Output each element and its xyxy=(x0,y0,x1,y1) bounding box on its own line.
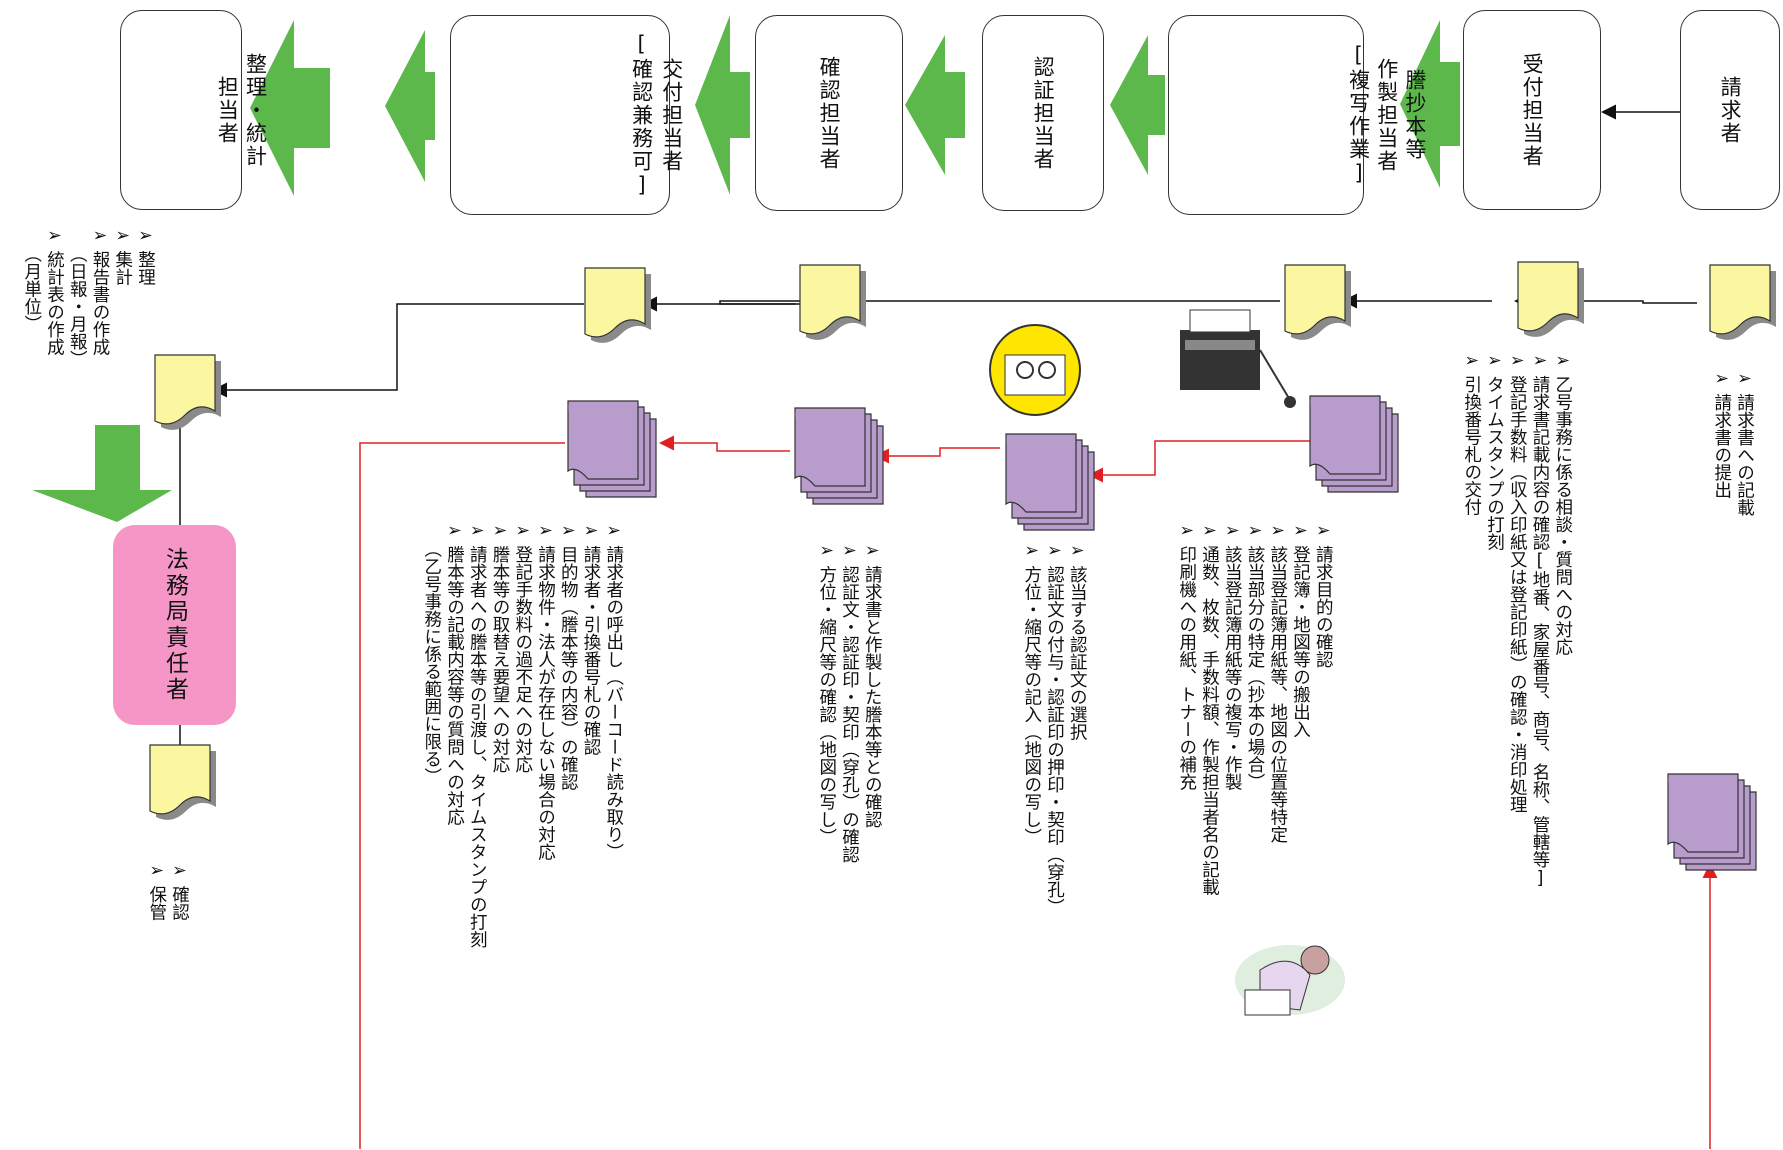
bullets-reception: 乙号事務に係る相談・質問への対応 請求書記載内容の確認[地番、家屋番号、商号、名… xyxy=(1460,350,1574,1150)
bullets-copy: 請求目的の確認 登記簿・地図等の搬出入 該当登記簿用紙等、地図の位置等特定 該当… xyxy=(1175,520,1334,1120)
bullet-item: 目的物（謄本等の内容）の確認 xyxy=(557,520,580,1120)
role-confirm-label: 確認担当者 xyxy=(817,55,842,171)
bullets-storage: 確認 保管 xyxy=(145,860,191,1060)
role-requester-label: 請求者 xyxy=(1718,75,1743,145)
role-delivery: 交付担当者 [確認兼務可] xyxy=(450,15,684,215)
bullet-item: 請求物件・法人が存在しない場合の対応 xyxy=(534,520,557,1120)
role-requester: 請求者 xyxy=(1680,10,1780,210)
bullet-item: 整理 xyxy=(134,225,157,525)
role-reception-label: 受付担当者 xyxy=(1520,52,1545,168)
role-copy-line3: [複写作業] xyxy=(1346,43,1371,187)
role-delivery-line2: [確認兼務可] xyxy=(629,31,654,199)
bullet-note: （乙号事務に係る範囲に限る） xyxy=(421,540,442,785)
role-copy: 謄抄本等 作製担当者 [複写作業] xyxy=(1168,15,1427,215)
bullet-item: 該当登記簿用紙等の複写・作製 xyxy=(1221,520,1244,1120)
role-delivery-line1: 交付担当者 xyxy=(659,57,684,173)
bullet-item: 該当する認証文の選択 xyxy=(1066,540,1089,1040)
bullet-item: 確認 xyxy=(168,860,191,1060)
bullets-stats: 整理 集計 報告書の作成 （日報・月報） 統計表の作成 （月単位） xyxy=(20,225,157,525)
bullet-item: 登記手数料（収入印紙又は登記印紙）の確認・消印処理 xyxy=(1506,350,1529,1150)
bullet-item: 請求目的の確認 xyxy=(1312,520,1335,1120)
role-stats: 整理・統計 担当者 xyxy=(120,10,268,210)
bullet-item: 請求者・引換番号札の確認 xyxy=(579,520,602,1120)
bullet-item: 謄本等の取替え要望への対応 xyxy=(488,520,511,1120)
arrow-left-3 xyxy=(905,35,965,175)
bullet-item: 乙号事務に係る相談・質問への対応 xyxy=(1551,350,1574,1150)
role-stats-line2: 担当者 xyxy=(215,75,240,145)
bullet-item: 登記手数料の過不足への対応 xyxy=(511,520,534,1120)
bullet-item: 該当部分の特定（抄本の場合） xyxy=(1243,520,1266,1120)
bullet-item: 該当登記簿用紙等、地図の位置等特定 xyxy=(1266,520,1289,1120)
arrow-left-1 xyxy=(1400,20,1460,188)
bullet-item: 認証文の付与・認証印の押印・契印（穿孔） xyxy=(1043,540,1066,1040)
bullets-certify: 該当する認証文の選択 認証文の付与・認証印の押印・契印（穿孔） 方位・縮尺等の記… xyxy=(1020,540,1088,1040)
bullets-confirm: 請求書と作製した謄本等との確認 認証文・認証印・契印（穿孔）の確認 方位・縮尺等… xyxy=(815,540,883,1040)
arrow-left-6 xyxy=(250,20,330,196)
bullet-item: 請求者の呼出し（バーコード読み取り） xyxy=(602,520,625,1120)
bullet-item: 謄本等の記載内容等の質問への対応 xyxy=(443,520,466,1120)
arrow-left-2 xyxy=(1110,35,1165,175)
inspector-icon xyxy=(989,324,1081,416)
bullet-item: 報告書の作成 xyxy=(88,225,111,525)
bullet-item: タイムスタンプの打刻 xyxy=(1483,350,1506,1150)
bullet-item: 請求書の提出 xyxy=(1710,368,1733,516)
bullets-delivery: 請求者の呼出し（バーコード読み取り） 請求者・引換番号札の確認 目的物（謄本等の… xyxy=(420,520,625,1120)
bullet-item: 印刷機への用紙、トナーの補充 xyxy=(1175,520,1198,1120)
bullet-item: 方位・縮尺等の確認（地図の写し） xyxy=(815,540,838,1040)
arrow-left-4 xyxy=(695,15,750,195)
role-copy-line2: 作製担当者 xyxy=(1374,57,1399,173)
bullet-item: 保管 xyxy=(145,860,168,1060)
arrow-left-5 xyxy=(385,30,435,182)
bullet-item: 統計表の作成 xyxy=(43,225,66,525)
bullet-item: 請求書への記載 xyxy=(1733,368,1756,517)
responsible-box: 法務局責任者 xyxy=(113,525,236,725)
bullets-requester: 請求書への記載 請求書の提出 xyxy=(1710,368,1756,517)
bullet-item: 認証文・認証印・契印（穿孔）の確認 xyxy=(838,540,861,1040)
responsible-label: 法務局責任者 xyxy=(161,547,188,703)
role-copy-line1: 謄抄本等 xyxy=(1402,69,1427,161)
bullet-item: 引換番号札の交付 xyxy=(1460,350,1483,1150)
bullet-item: 請求者への謄本等の引渡し、タイムスタンプの打刻 xyxy=(466,520,489,1120)
role-certify: 認証担当者 xyxy=(982,15,1104,211)
role-stats-line1: 整理・統計 xyxy=(243,52,268,168)
role-certify-label: 認証担当者 xyxy=(1031,55,1056,171)
bullet-item: 登記簿・地図等の搬出入 xyxy=(1289,520,1312,1120)
bullet-item: 通数、枚数、手数料額、作製担当者名の記載 xyxy=(1198,520,1221,1120)
copy-machine-icon xyxy=(1180,309,1296,408)
bullet-item: 集計 xyxy=(111,225,134,525)
bullet-note: （月単位） xyxy=(21,245,42,333)
role-reception: 受付担当者 xyxy=(1463,10,1601,210)
bullet-item: 請求書と作製した謄本等との確認 xyxy=(861,540,884,1040)
bullet-item: 方位・縮尺等の記入（地図の写し） xyxy=(1020,540,1043,1040)
bullet-note: （日報・月報） xyxy=(67,245,88,368)
role-confirm: 確認担当者 xyxy=(755,15,903,211)
bullet-item: 請求書記載内容の確認[地番、家屋番号、商号、名称、管轄等] xyxy=(1528,350,1551,1150)
